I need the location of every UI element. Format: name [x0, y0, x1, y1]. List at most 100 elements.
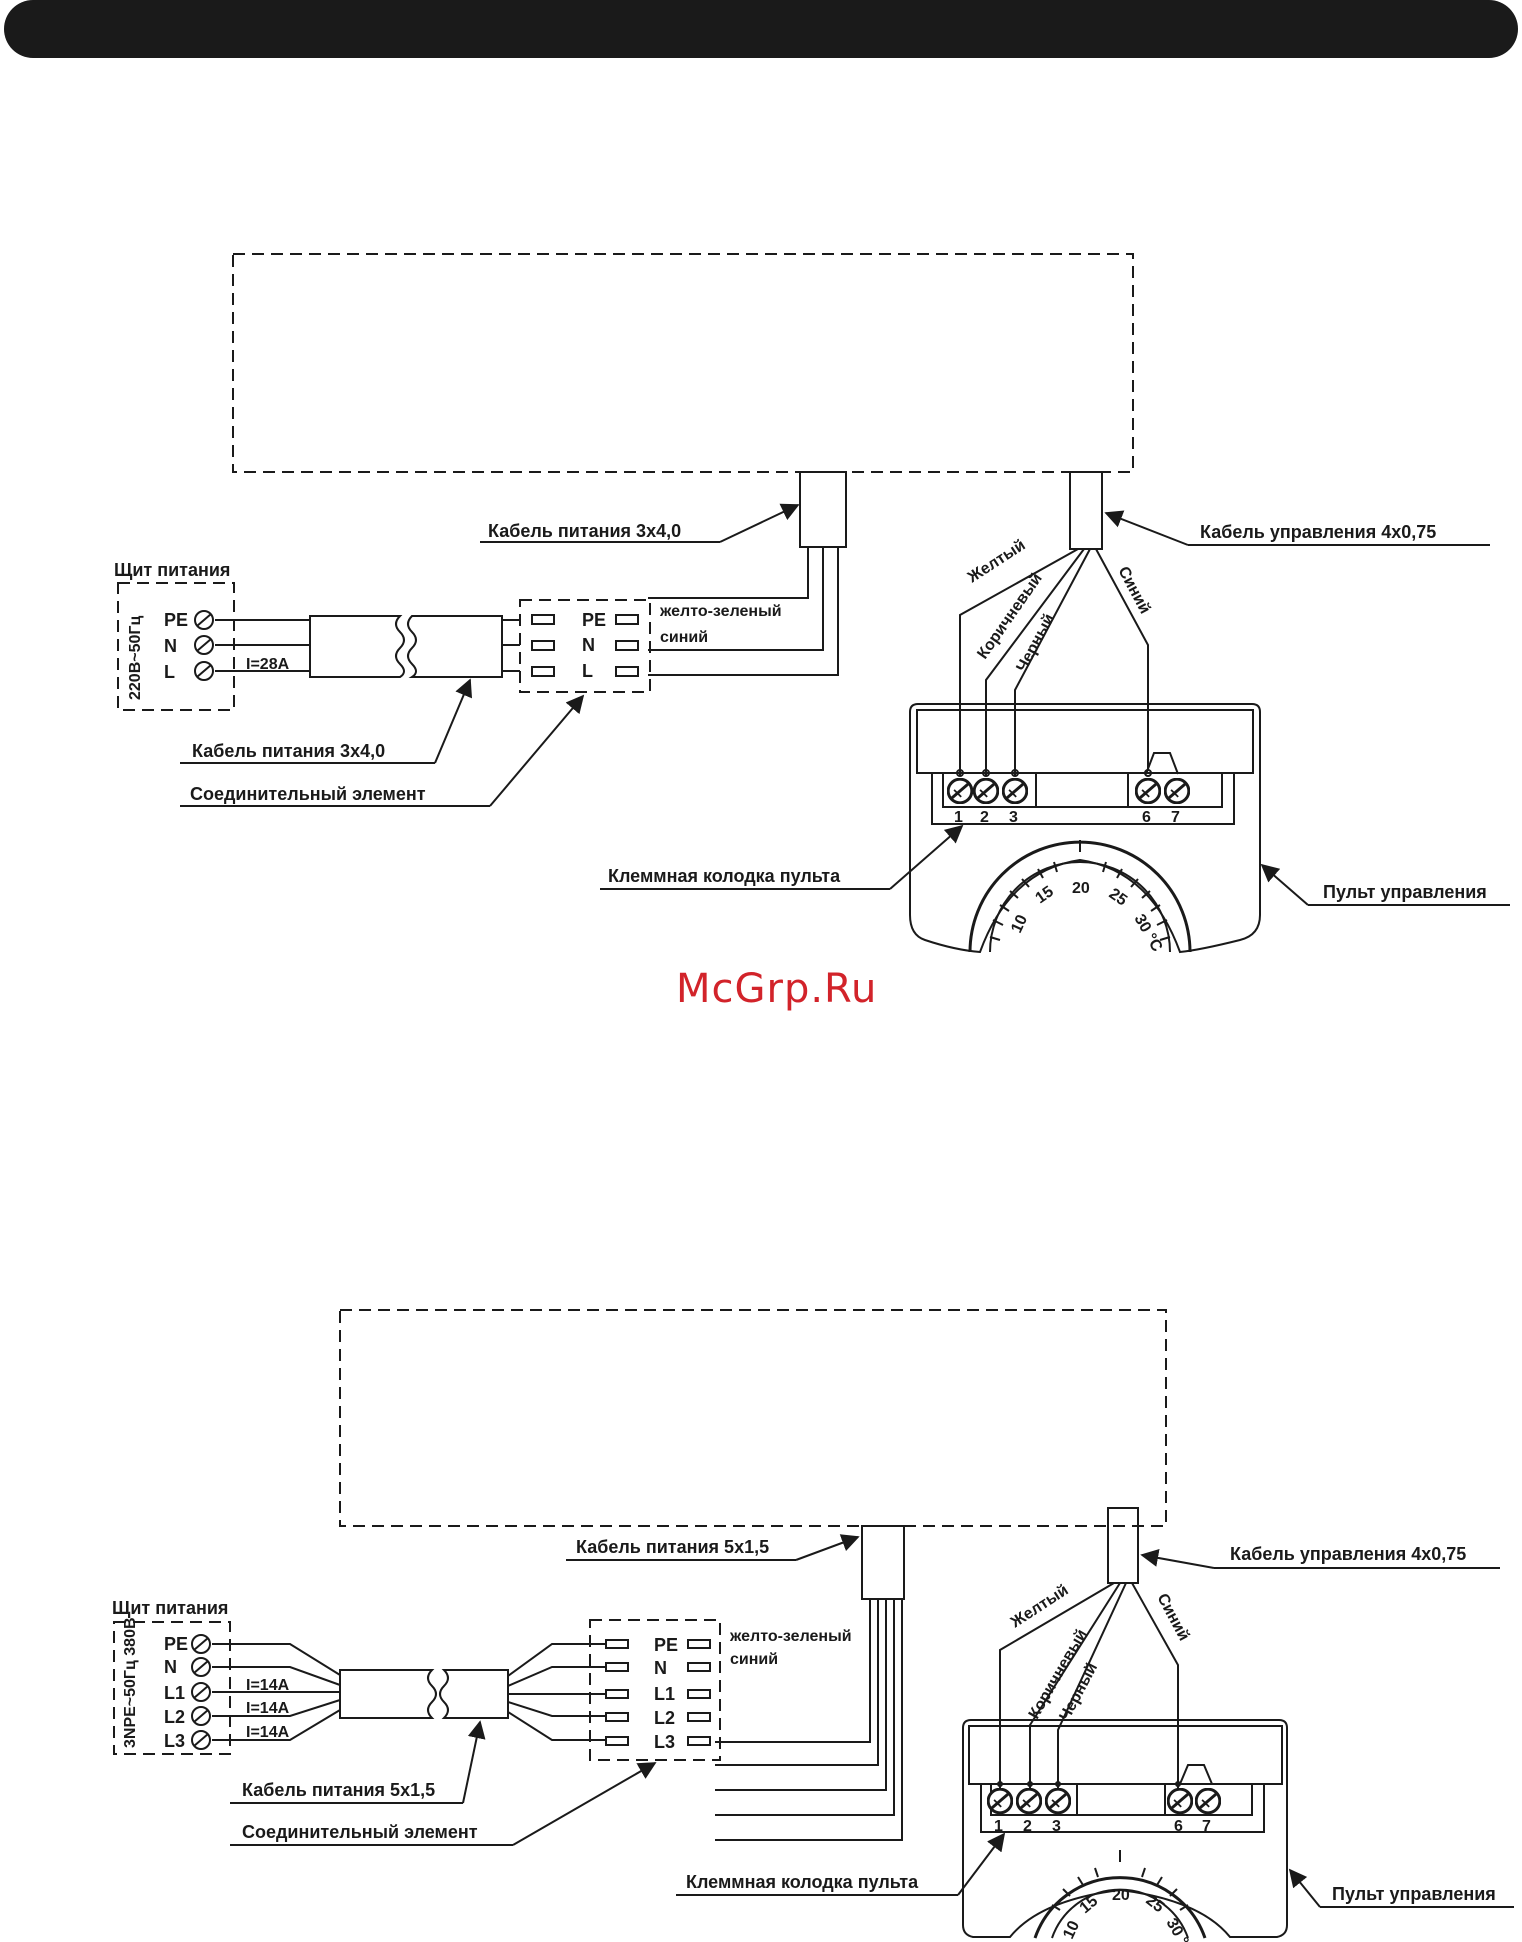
connector2-pin-left-5 — [605, 1736, 629, 1746]
panel-outline-2 — [113, 1621, 231, 1755]
connector-pin-left-1 — [531, 614, 555, 625]
terminal2-num-3: 3 — [1052, 1818, 1061, 1835]
connector-arrow — [489, 694, 585, 807]
panel-screw-n-icon — [194, 635, 214, 655]
panel-title-2: Щит питания — [112, 1598, 228, 1618]
panel-voltage: 220В~50Гц — [127, 616, 144, 700]
remote-body-2 — [962, 1719, 1288, 1938]
terminal-screw-3-icon — [1002, 778, 1028, 804]
connector2-pin-left-4 — [605, 1712, 629, 1722]
power-cable-label-bottom-2: Кабель питания 5х1,5 — [242, 1780, 435, 1800]
dial2-tick-20: 20 — [1112, 1887, 1130, 1904]
panel2-screw-l3-icon — [191, 1730, 211, 1750]
panel2-screw-pe-icon — [191, 1634, 211, 1654]
connector2-pin-left-1 — [605, 1639, 629, 1649]
control-cable-arrow-2 — [1140, 1549, 1215, 1569]
panel2-screw-l1-icon — [191, 1682, 211, 1702]
connector-outline-2 — [589, 1619, 721, 1761]
panel-voltage-2: 3NPE~50Гц 380В — [122, 1617, 139, 1748]
control-cable-sleeve — [1069, 471, 1103, 550]
terminal2-num-6: 6 — [1174, 1818, 1183, 1835]
connector-arrow-2 — [512, 1762, 657, 1846]
dial2-ticks — [1051, 1867, 1189, 1911]
wire-n-label-2: синий — [730, 1651, 778, 1668]
power-cable-bottom-arrow — [434, 678, 472, 764]
power-cable-arrow — [719, 503, 800, 543]
panel-term-n: N — [164, 636, 177, 656]
terminal2-screw-7-icon — [1195, 1788, 1221, 1814]
panel-term-l: L — [164, 662, 175, 682]
terminal2-num-1: 1 — [994, 1818, 1003, 1835]
connector2-pin-left-3 — [605, 1689, 629, 1699]
connector-pin-left-3 — [531, 666, 555, 677]
dial-tick-10: 10 — [1008, 912, 1031, 935]
terminal-num-3: 3 — [1009, 809, 1018, 826]
connector2-pin-right-1 — [687, 1639, 711, 1649]
panel-outline — [117, 582, 235, 711]
connector2-term-l1: L1 — [654, 1684, 675, 1704]
panel-term-l2-2: L2 — [164, 1707, 185, 1727]
terminal-num-7: 7 — [1171, 809, 1180, 826]
connector-pin-right-2 — [615, 640, 639, 651]
power-cable-body-2 — [339, 1669, 437, 1719]
connector2-pin-left-2 — [605, 1662, 629, 1672]
power-cable-bottom-arrow-2 — [462, 1720, 486, 1804]
remote-arrow-2 — [1288, 1868, 1321, 1908]
terminal-screw-6-icon — [1135, 778, 1161, 804]
remote-arrow — [1260, 863, 1309, 906]
current-label-l3: I=14A — [246, 1724, 290, 1741]
diagram-three-phase: Кабель питания 5х1,5 Щит питания 3NPE~50… — [112, 1309, 1514, 1942]
current-label-l1: I=14A — [246, 1677, 290, 1694]
panel-screw-pe-icon — [194, 610, 214, 630]
power-cable-label-top: Кабель питания 3х4,0 — [488, 521, 681, 541]
terminal2-screw-3-icon — [1045, 1788, 1071, 1814]
connector2-pin-right-4 — [687, 1712, 711, 1722]
remote-label: Пульт управления — [1323, 882, 1487, 902]
wire-blue-label: Синий — [1114, 564, 1153, 617]
diagram-single-phase: Кабель питания 3х4,0 Щит питания 220В~50… — [114, 253, 1510, 956]
wire-pe-label-2: желто-зеленый — [729, 1628, 852, 1645]
dial-tick-25: 25 — [1106, 885, 1130, 909]
terminal-screw-7-icon — [1164, 778, 1190, 804]
power-cable-body — [309, 615, 405, 678]
connector-label-2: Соединительный элемент — [242, 1822, 478, 1842]
terminal-screw-1-icon — [947, 778, 973, 804]
dial-ticks — [989, 861, 1171, 941]
connector-outline — [519, 599, 651, 693]
terminal2-screw-6-icon — [1167, 1788, 1193, 1814]
dial-tick-30: 30 °С — [1131, 912, 1166, 956]
panel-term-pe: PE — [164, 610, 188, 630]
wire-n-label: синий — [660, 629, 708, 646]
panel-title: Щит питания — [114, 560, 230, 580]
connector2-pin-right-3 — [687, 1689, 711, 1699]
connector-label: Соединительный элемент — [190, 784, 426, 804]
wire-blue-label-2: Синий — [1153, 1591, 1192, 1644]
power-cable-sleeve-2 — [861, 1525, 905, 1600]
terminal-screw-2-icon — [973, 778, 999, 804]
terminal-num-2: 2 — [980, 809, 989, 826]
control-cable-label: Кабель управления 4х0,75 — [1200, 522, 1436, 542]
panel-term-pe-2: PE — [164, 1634, 188, 1654]
control-cable-arrow — [1104, 510, 1189, 546]
panel-term-l3-2: L3 — [164, 1731, 185, 1751]
panel2-screw-l2-icon — [191, 1706, 211, 1726]
panel-term-n-2: N — [164, 1657, 177, 1677]
panel-term-l1-2: L1 — [164, 1683, 185, 1703]
heater-unit-outline-2 — [339, 1309, 1167, 1527]
header-bar — [4, 0, 1518, 58]
terminal2-num-2: 2 — [1023, 1818, 1032, 1835]
terminal-num-6: 6 — [1142, 809, 1151, 826]
connector2-term-l2: L2 — [654, 1708, 675, 1728]
wire-yellow-label: Желтый — [964, 537, 1028, 587]
terminal-cover-2 — [968, 1725, 1283, 1785]
terminal-block-arrow — [889, 824, 964, 890]
power-cable-sleeve — [799, 471, 847, 548]
wire-black-label: Черный — [1014, 611, 1059, 675]
terminal2-screw-2-icon — [1016, 1788, 1042, 1814]
control-cable-label-2: Кабель управления 4х0,75 — [1230, 1544, 1466, 1564]
terminal-block-label: Клеммная колодка пульта — [608, 866, 841, 886]
connector2-term-n: N — [654, 1658, 667, 1678]
dial2-tick-10: 10 — [1060, 1918, 1083, 1941]
terminal-cover — [916, 709, 1254, 774]
